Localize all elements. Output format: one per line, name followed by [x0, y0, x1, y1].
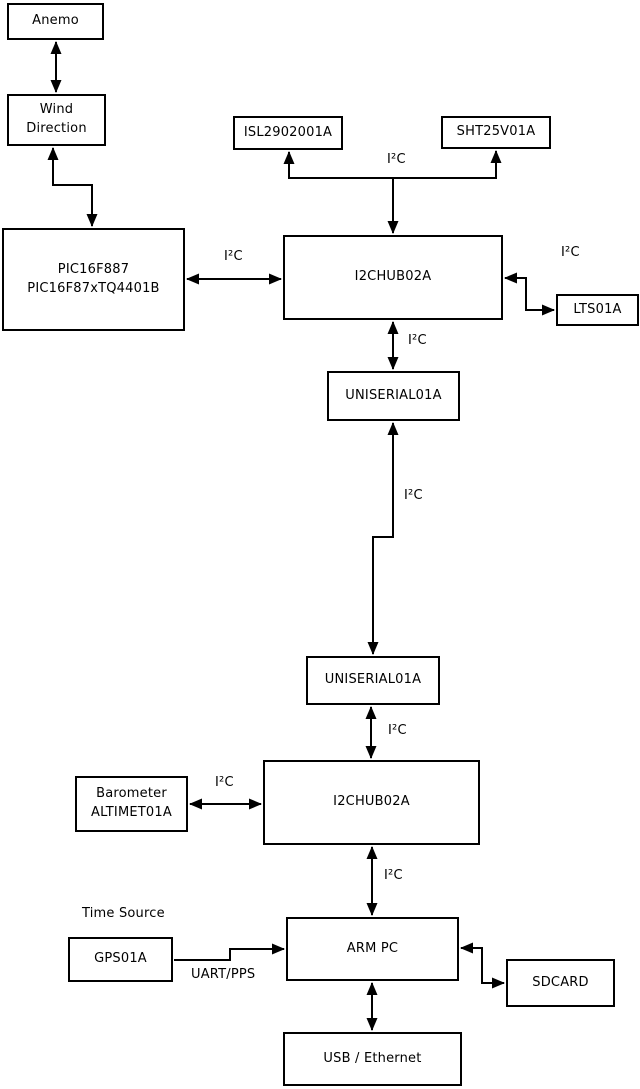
node-barometer-altimet01a: Barometer ALTIMET01A [75, 776, 188, 832]
edge-hub1-lts [504, 272, 555, 316]
edge-label-i2c-uniserial-link: I²C [404, 488, 423, 503]
node-isl2902001a: ISL2902001A [233, 116, 343, 150]
edge-uniserial1-uniserial2 [367, 422, 399, 655]
edge-label-i2c-hub-uniserial: I²C [408, 333, 427, 348]
node-anemo: Anemo [7, 3, 104, 40]
node-arm-pc: ARM PC [286, 917, 459, 981]
node-pic16f887: PIC16F887 PIC16F87xTQ4401B [2, 228, 185, 331]
edge-label-i2c-pic-hub: I²C [224, 249, 243, 264]
edge-label-i2c-lts: I²C [561, 245, 580, 260]
edge-label-i2c-sensor-branch: I²C [387, 152, 406, 167]
edge-label-time-source: Time Source [82, 906, 165, 921]
node-i2chub02a-bottom: I2CHUB02A [263, 760, 480, 845]
edge-gps-armpc [174, 943, 285, 961]
node-uniserial01a-bottom: UNISERIAL01A [306, 656, 440, 705]
node-sdcard: SDCARD [506, 959, 615, 1007]
node-gps01a: GPS01A [68, 937, 173, 982]
edge-label-i2c-uniserial-hub2: I²C [388, 723, 407, 738]
edge-wind-pic [47, 147, 98, 227]
node-i2chub02a-top: I2CHUB02A [283, 235, 503, 320]
node-uniserial01a-top: UNISERIAL01A [327, 371, 460, 421]
node-lts01a: LTS01A [556, 294, 639, 326]
edge-armpc-sdcard [460, 942, 505, 989]
node-sht25v01a: SHT25V01A [441, 116, 551, 149]
edge-label-uart-pps: UART/PPS [191, 967, 256, 982]
node-wind-direction: Wind Direction [7, 94, 106, 146]
node-usb-ethernet: USB / Ethernet [283, 1032, 462, 1086]
edge-label-i2c-hub2-armpc: I²C [384, 868, 403, 883]
edge-label-i2c-barometer: I²C [215, 775, 234, 790]
